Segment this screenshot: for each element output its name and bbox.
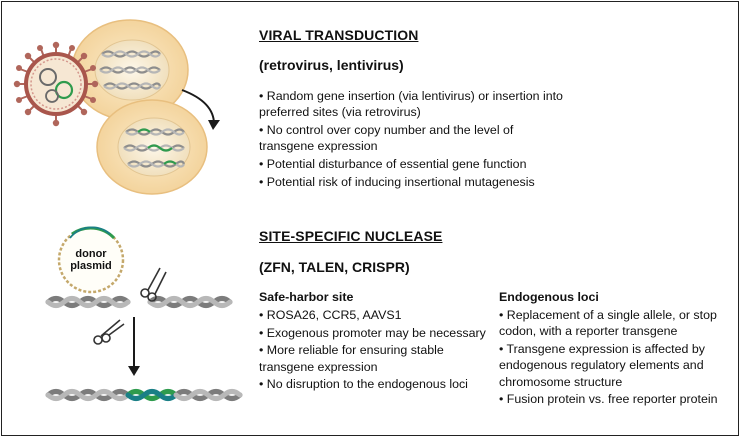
list-item: • Potential disturbance of essential gen… — [259, 157, 527, 171]
edited-dna-double-helix — [45, 389, 243, 401]
target-dna-double-helix — [45, 296, 233, 308]
site-specific-nuclease-subtitle: (ZFN, TALEN, CRISPR) — [259, 259, 410, 275]
list-item: • Transgene expression is affected by en… — [499, 342, 705, 389]
donor-plasmid-icon — [57, 226, 125, 294]
site-specific-nuclease-heading: SITE-SPECIFIC NUCLEASE — [259, 228, 443, 244]
virus-particle-icon — [13, 41, 99, 127]
list-item: • ROSA26, CCR5, AAVS1 — [259, 308, 402, 322]
endogenous-loci-heading: Endogenous loci — [499, 290, 599, 304]
plasmid-label-line1: donor — [75, 248, 107, 260]
viral-bullet-list: • Random gene insertion (via lentivirus)… — [259, 88, 564, 191]
list-item: • No disruption to the endogenous loci — [259, 377, 468, 392]
cell-before — [71, 19, 189, 121]
cell-transduced — [96, 99, 208, 195]
plasmid-label-line2: plasmid — [70, 260, 112, 272]
list-item: • Exogenous promoter may be necessary — [259, 325, 486, 340]
scissors-icon-lower — [93, 319, 125, 345]
safe-harbor-heading: Safe-harbor site — [259, 290, 354, 304]
down-arrow-icon — [128, 317, 140, 376]
chromosome-strands — [99, 50, 162, 90]
safe-harbor-bullet-list: • ROSA26, CCR5, AAVS1 • Exogenous promot… — [259, 307, 487, 394]
curved-arrow-icon — [181, 89, 220, 130]
scissors-icon — [140, 267, 167, 302]
viral-transduction-heading: VIRAL TRANSDUCTION — [259, 27, 419, 43]
endogenous-loci-bullet-list: • Replacement of a single allele, or sto… — [499, 307, 737, 409]
list-item: • More reliable for ensuring stable tran… — [259, 343, 444, 374]
list-item: • Random gene insertion (via lentivirus)… — [259, 89, 563, 120]
list-item: • Fusion protein vs. free reporter prote… — [499, 392, 718, 407]
list-item: • Replacement of a single allele, or sto… — [499, 308, 717, 339]
viral-transduction-subtitle: (retrovirus, lentivirus) — [259, 57, 404, 73]
list-item: • No control over copy number and the le… — [259, 123, 514, 154]
list-item: • Potential risk of inducing insertional… — [259, 174, 535, 189]
